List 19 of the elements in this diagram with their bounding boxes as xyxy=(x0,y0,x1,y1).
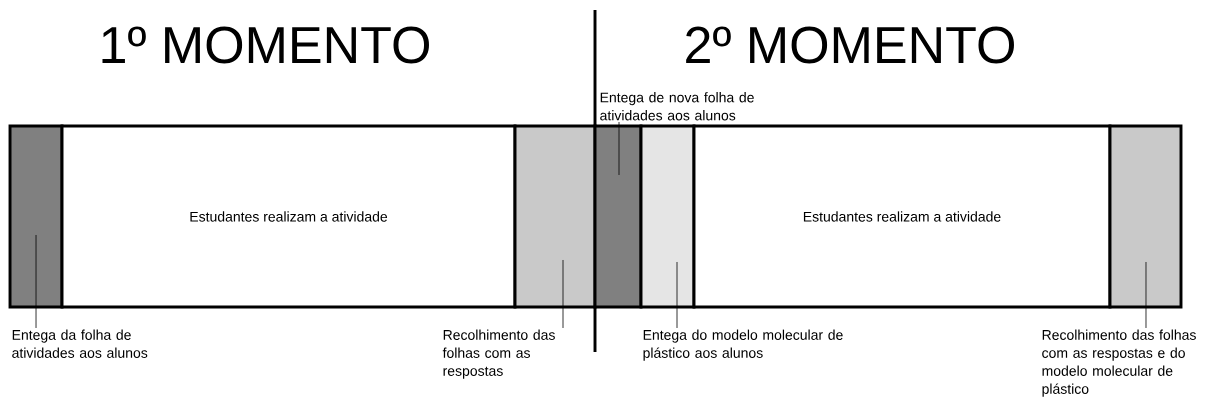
leader-line xyxy=(618,121,620,176)
timeline-segment xyxy=(639,124,696,309)
step-label: Entega do modelo molecular de plástico aos alunos xyxy=(643,329,843,361)
timeline-segment xyxy=(593,124,643,309)
step-label: Recolhimento das folhas com as respostas e do modelo molecular de plástico xyxy=(1042,329,1196,397)
step-label: Entega de nova folha de atividades aos alunos xyxy=(600,92,754,121)
step-label: Recolhimento das folhas com as respostas xyxy=(442,329,555,379)
activity-bar: Estudantes realizam a atividade xyxy=(60,124,517,309)
section-title: 2º MOMENTO xyxy=(686,26,1014,64)
leader-line xyxy=(676,261,678,329)
timeline-segment xyxy=(1108,124,1183,309)
leader-line xyxy=(1145,261,1147,329)
activity-bar: Estudantes realizam a atividade xyxy=(692,124,1112,309)
step-label: Entega da folha de atividades aos alunos xyxy=(12,329,148,358)
timeline-segment xyxy=(8,124,64,309)
leader-line xyxy=(35,234,37,329)
leader-line xyxy=(562,259,564,329)
timeline-segment xyxy=(513,124,597,309)
section-title: 1º MOMENTO xyxy=(102,26,429,64)
